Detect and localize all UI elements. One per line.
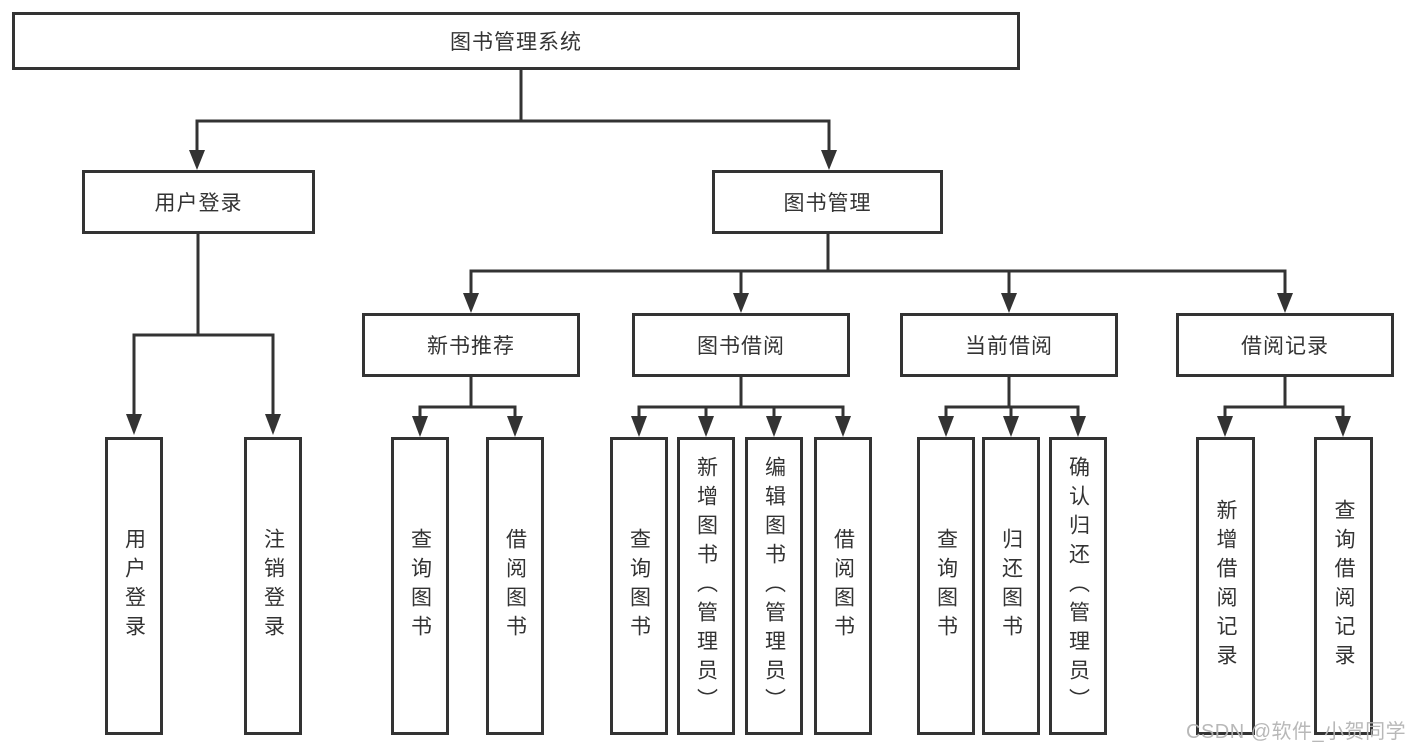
node-borrow-records: 借阅记录 — [1176, 313, 1394, 377]
node-label: 查询图书 — [408, 528, 432, 644]
node-label: 借阅图书 — [831, 528, 855, 644]
arrow-down-icon — [1070, 416, 1086, 437]
arrow-down-icon — [463, 293, 479, 313]
arrow-down-icon — [126, 414, 142, 435]
leaf-current-query-books: 查询图书 — [917, 437, 975, 735]
leaf-recommend-query-books: 查询图书 — [391, 437, 449, 735]
arrow-down-icon — [265, 414, 281, 435]
node-label: 编辑图书（管理员） — [762, 455, 786, 717]
leaf-borrow-query-books: 查询图书 — [610, 437, 668, 735]
arrow-down-icon — [1003, 416, 1019, 437]
node-label: 借阅图书 — [503, 528, 527, 644]
leaf-user-login: 用户登录 — [105, 437, 163, 735]
node-label: 确认归还（管理员） — [1066, 455, 1090, 717]
leaf-edit-books-admin: 编辑图书（管理员） — [745, 437, 803, 735]
arrow-down-icon — [189, 150, 205, 170]
arrow-down-icon — [821, 150, 837, 170]
node-label: 查询图书 — [934, 528, 958, 644]
arrow-down-icon — [766, 416, 782, 437]
node-label: 新书推荐 — [427, 335, 515, 358]
leaf-recommend-borrow-books: 借阅图书 — [486, 437, 544, 735]
node-user-login: 用户登录 — [82, 170, 315, 234]
node-label: 新增图书（管理员） — [694, 455, 718, 717]
node-label: 用户登录 — [122, 528, 146, 644]
watermark: CSDN @软件_小贺同学 — [1186, 721, 1405, 743]
leaf-add-borrow-record: 新增借阅记录 — [1196, 437, 1255, 735]
node-label: 图书管理系统 — [450, 31, 582, 54]
arrow-down-icon — [1217, 416, 1233, 437]
node-book-borrow: 图书借阅 — [632, 313, 850, 377]
node-library-management-system: 图书管理系统 — [12, 12, 1020, 70]
node-label: 新增借阅记录 — [1214, 499, 1237, 673]
arrow-down-icon — [698, 416, 714, 437]
node-label: 图书借阅 — [697, 335, 785, 358]
node-label: 查询借阅记录 — [1332, 499, 1355, 673]
arrow-down-icon — [507, 416, 523, 437]
arrow-down-icon — [835, 416, 851, 437]
node-label: 用户登录 — [154, 192, 243, 215]
node-label: 注销登录 — [261, 528, 285, 644]
arrow-down-icon — [412, 416, 428, 437]
arrow-down-icon — [733, 293, 749, 313]
leaf-return-books: 归还图书 — [982, 437, 1040, 735]
arrow-down-icon — [1001, 293, 1017, 313]
node-new-book-recommend: 新书推荐 — [362, 313, 580, 377]
leaf-query-borrow-record: 查询借阅记录 — [1314, 437, 1373, 735]
node-label: 图书管理 — [783, 192, 872, 215]
node-current-borrow: 当前借阅 — [900, 313, 1118, 377]
arrow-down-icon — [1277, 293, 1293, 313]
node-label: 借阅记录 — [1241, 335, 1329, 358]
node-label: 归还图书 — [999, 528, 1023, 644]
arrow-down-icon — [1335, 416, 1351, 437]
node-book-management: 图书管理 — [712, 170, 943, 234]
leaf-borrow-books: 借阅图书 — [814, 437, 872, 735]
leaf-logout: 注销登录 — [244, 437, 302, 735]
node-label: 查询图书 — [627, 528, 651, 644]
arrow-down-icon — [631, 416, 647, 437]
arrow-down-icon — [938, 416, 954, 437]
leaf-add-books-admin: 新增图书（管理员） — [677, 437, 735, 735]
leaf-confirm-return-admin: 确认归还（管理员） — [1049, 437, 1107, 735]
node-label: 当前借阅 — [965, 335, 1053, 358]
